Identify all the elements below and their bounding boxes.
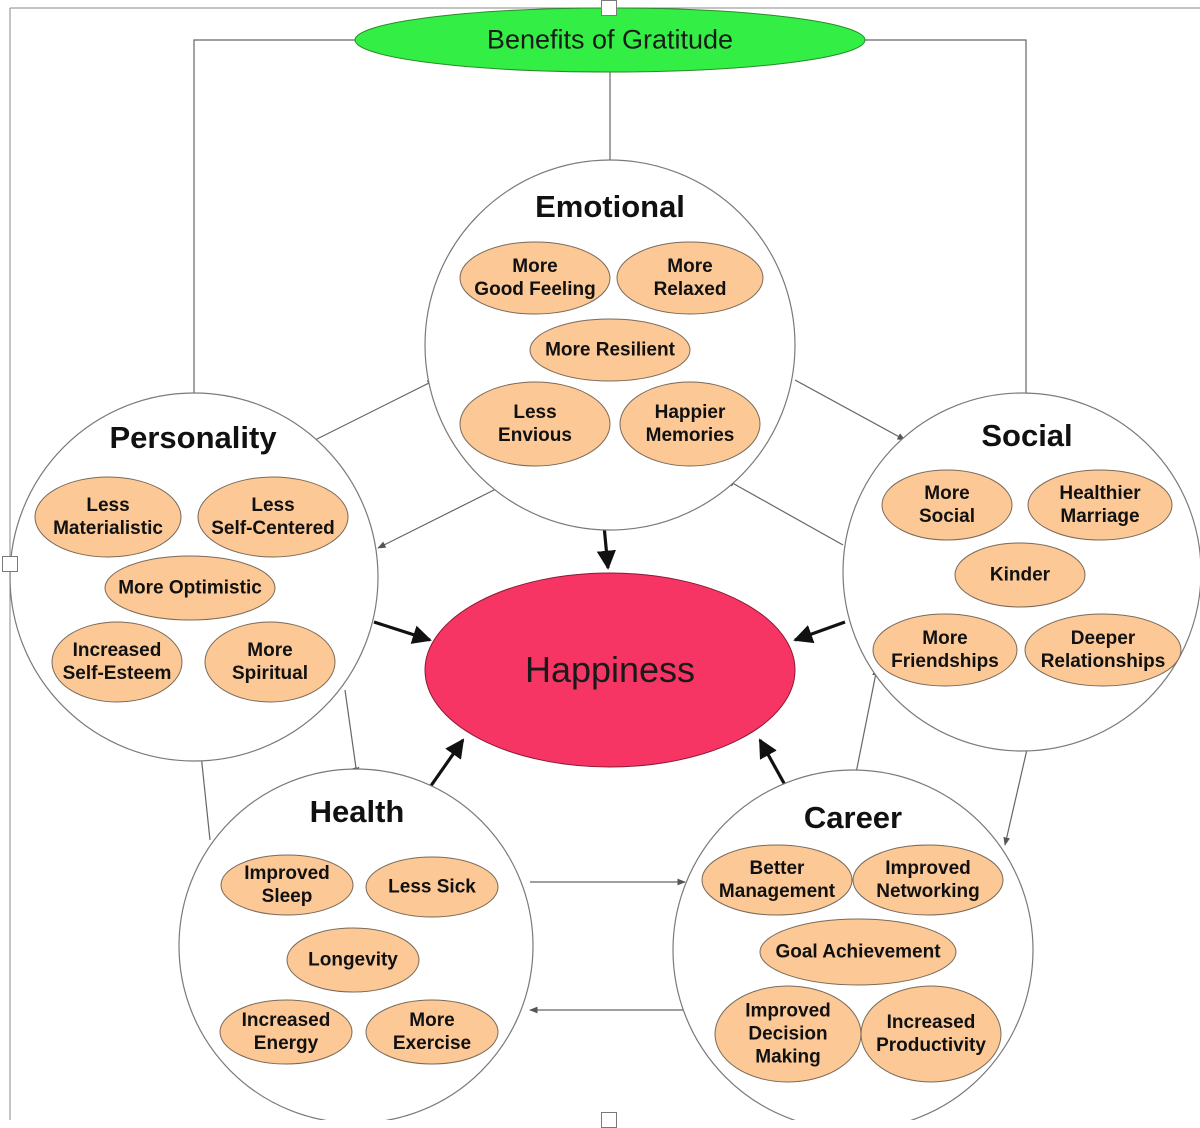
benefit-label: Improved Sleep	[244, 863, 330, 907]
benefit-label: Increased Productivity	[876, 1012, 986, 1056]
benefit-label: Goal Achievement	[775, 941, 941, 963]
benefit-label: More Spiritual	[231, 640, 309, 684]
emotional-to-social-connector	[794, 379, 906, 441]
category-career-title: Career	[803, 800, 903, 835]
benefit-bubble	[459, 381, 611, 467]
center-node-label: Happiness	[524, 649, 696, 690]
benefit-label: More Exercise	[392, 1010, 472, 1054]
health-to-happiness-arrow	[426, 738, 465, 791]
benefit-bubble	[619, 381, 761, 467]
benefit-bubble	[860, 985, 1002, 1083]
benefit-bubble	[1024, 613, 1182, 687]
root-to-social-connector	[865, 39, 1030, 401]
career-to-happiness-arrow	[758, 738, 787, 786]
personality-to-happiness-arrow	[373, 620, 432, 644]
benefit-label: Increased Energy	[241, 1010, 331, 1054]
benefit-bubble	[759, 918, 957, 986]
benefit-label: More Social	[919, 483, 975, 527]
benefit-bubble	[529, 318, 691, 382]
resize-handle-left[interactable]	[2, 556, 18, 572]
root-node-label: Benefits of Gratitude	[486, 24, 734, 55]
benefit-bubble	[881, 469, 1013, 541]
benefit-bubble	[219, 999, 353, 1065]
category-social-title: Social	[981, 418, 1073, 453]
social-to-career-connector	[1003, 744, 1029, 846]
benefit-label: More Friendships	[891, 628, 999, 672]
center-node	[424, 572, 796, 768]
benefit-label: Healthier Marriage	[1059, 483, 1141, 527]
benefit-label: More Good Feeling	[474, 256, 596, 300]
benefit-bubble	[616, 241, 764, 315]
benefit-label: Less Self-Centered	[211, 495, 335, 539]
social-to-emotional-connector	[726, 479, 844, 546]
benefit-bubble	[51, 621, 183, 703]
benefit-label: Less Sick	[388, 876, 476, 898]
benefit-label: Improved Networking	[876, 858, 980, 902]
benefit-label: More Resilient	[545, 339, 675, 361]
benefit-label: Longevity	[308, 949, 398, 971]
benefit-label: Less Materialistic	[53, 495, 163, 539]
root-to-personality-connector	[190, 39, 355, 401]
benefit-bubble	[220, 854, 354, 916]
benefit-label: Increased Self-Esteem	[62, 640, 172, 684]
category-health-title: Health	[309, 794, 405, 829]
benefit-bubble	[365, 856, 499, 918]
category-emotional-title: Emotional	[535, 189, 685, 224]
benefit-bubble	[1027, 469, 1173, 541]
benefit-bubble	[365, 999, 499, 1065]
category-personality-title: Personality	[109, 420, 277, 455]
benefit-label: Better Management	[718, 858, 836, 902]
benefit-label: Improved Decision Making	[745, 1000, 831, 1068]
benefit-label: Deeper Relationships	[1040, 628, 1166, 672]
benefit-bubble	[852, 844, 1004, 916]
personality-to-emotional-connector	[314, 379, 436, 441]
benefit-bubble	[459, 241, 611, 315]
career-to-social-connector	[854, 667, 879, 779]
emotional-to-personality-connector	[377, 486, 501, 549]
benefit-bubble	[954, 542, 1086, 608]
benefit-label: Kinder	[989, 564, 1051, 586]
social-to-happiness-arrow	[793, 620, 846, 644]
benefit-bubble	[872, 613, 1018, 687]
benefit-bubble	[286, 927, 420, 993]
benefit-label: More Relaxed	[653, 256, 727, 300]
benefit-bubble	[197, 476, 349, 558]
benefit-label: Less Envious	[498, 402, 572, 446]
benefit-bubble	[701, 844, 853, 916]
benefit-bubble	[104, 555, 276, 621]
resize-handle-top[interactable]	[601, 0, 617, 16]
personality-to-health-connector	[344, 689, 360, 776]
benefit-bubble	[34, 476, 182, 558]
benefit-label: Happier Memories	[645, 402, 735, 446]
resize-handle-bottom[interactable]	[601, 1112, 617, 1128]
benefit-label: More Optimistic	[118, 577, 262, 599]
benefit-bubble	[204, 621, 336, 703]
